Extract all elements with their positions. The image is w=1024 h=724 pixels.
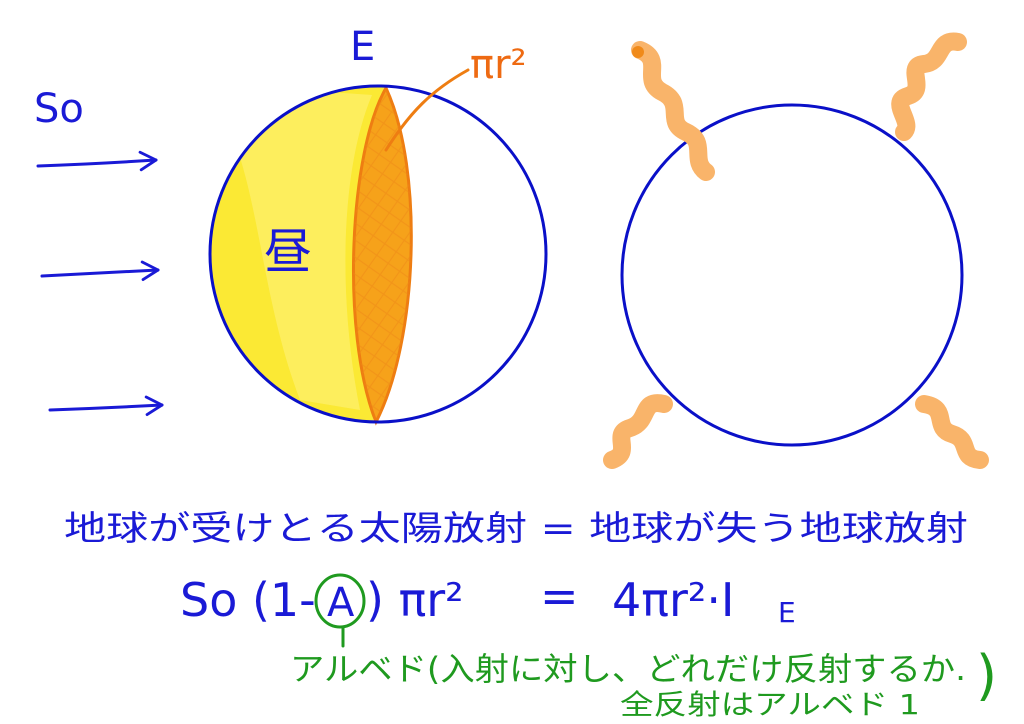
sun-ray-arrow xyxy=(48,395,164,417)
earth-outline xyxy=(208,84,548,424)
incoming-radiation: So xyxy=(34,86,164,417)
energy-balance-equation: So (1- A ) πr² = 4πr²·I E xyxy=(180,569,796,648)
earth-outline xyxy=(620,103,964,447)
equation-lhs-prefix: So (1- xyxy=(180,573,316,627)
day-side-label: 昼 xyxy=(264,224,312,280)
incoming-flux-label: So xyxy=(34,86,84,132)
equation-equals: = xyxy=(540,569,579,623)
earth-day-side: E 昼 πr² xyxy=(208,24,548,426)
sun-ray-arrow xyxy=(40,260,160,281)
cross-section-leader-line xyxy=(384,68,470,152)
equation-lhs-suffix: ) πr² xyxy=(366,573,464,627)
outgoing-radiation-wave xyxy=(631,41,715,181)
albedo-highlight-circle xyxy=(314,573,366,629)
equation-rhs: 4πr²·I xyxy=(612,573,735,627)
albedo-note: アルベド(入射に対し、どれだけ反射するか. 全反射はアルベド 1 ) xyxy=(290,644,997,721)
outgoing-radiation-wave xyxy=(603,394,673,469)
equation-rhs-subscript: E xyxy=(778,596,796,629)
albedo-note-line1: アルベド(入射に対し、どれだけ反射するか. xyxy=(290,650,966,688)
earth-label: E xyxy=(350,24,375,70)
outgoing-radiation-wave xyxy=(891,32,967,141)
earth-emitting xyxy=(603,32,989,469)
balance-statement: 地球が受けとる太陽放射 = 地球が失う地球放射 xyxy=(64,509,968,549)
albedo-note-close: ) xyxy=(976,644,997,707)
cross-section-label: πr² xyxy=(470,42,527,88)
equation-albedo-symbol: A xyxy=(327,580,355,626)
albedo-note-line2: 全反射はアルベド 1 xyxy=(620,688,920,721)
outgoing-radiation-wave xyxy=(915,395,989,469)
sun-ray-arrow xyxy=(36,150,158,172)
